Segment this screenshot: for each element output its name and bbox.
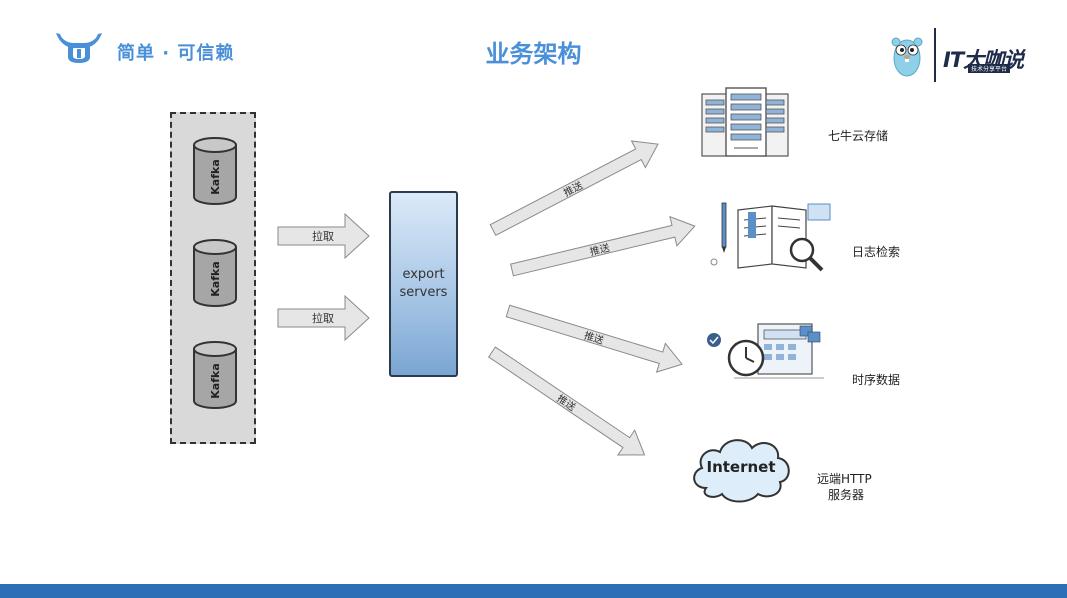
log-search-icon <box>710 202 831 272</box>
gopher-mascot-icon <box>891 37 923 77</box>
kafka-label-2: Kafka <box>209 261 222 296</box>
pull-arrow-2: 拉取 <box>277 294 370 342</box>
target-label-http-line2: 服务器 <box>828 488 865 502</box>
push-label-4: 推送 <box>554 392 578 414</box>
cloud-text: Internet <box>706 458 775 476</box>
company-logo-icon <box>56 33 102 63</box>
target-label-time-series: 时序数据 <box>852 373 901 387</box>
pull-arrow-1: 拉取 <box>277 212 370 260</box>
server-rack-icon <box>701 87 789 157</box>
kafka-cylinder-1: Kafka <box>193 137 237 205</box>
push-label-3: 推送 <box>582 329 605 347</box>
target-label-storage: 七牛云存储 <box>828 129 889 143</box>
push-arrow-4: 推送 <box>487 346 646 456</box>
slogan-text: 简单 · 可信赖 <box>117 43 235 64</box>
hub-label-line2: servers <box>399 285 448 300</box>
export-servers-node: export servers <box>389 191 458 377</box>
page-title: 业务架构 <box>485 40 582 68</box>
brand-subtitle: 技术分享平台 <box>968 64 1011 73</box>
push-arrow-3: 推送 <box>505 304 683 373</box>
internet-cloud-icon: Internet <box>693 439 790 503</box>
brand-divider <box>934 28 936 82</box>
kafka-label-1: Kafka <box>209 159 222 194</box>
kafka-label-3: Kafka <box>209 363 222 398</box>
kafka-cylinder-3: Kafka <box>193 341 237 409</box>
push-arrow-1: 推送 <box>489 140 659 236</box>
hub-label-line1: export <box>402 267 445 282</box>
push-label-2: 推送 <box>588 241 610 258</box>
target-label-http-line1: 远端HTTP <box>817 472 872 486</box>
pull-label-1: 拉取 <box>312 229 334 243</box>
push-arrow-2: 推送 <box>509 215 696 277</box>
kafka-cylinder-2: Kafka <box>193 239 237 307</box>
time-series-icon <box>707 323 824 379</box>
target-label-log-search: 日志检索 <box>852 245 901 259</box>
push-label-1: 推送 <box>561 179 585 200</box>
footer-bar <box>0 584 1067 598</box>
pull-label-2: 拉取 <box>312 311 334 325</box>
